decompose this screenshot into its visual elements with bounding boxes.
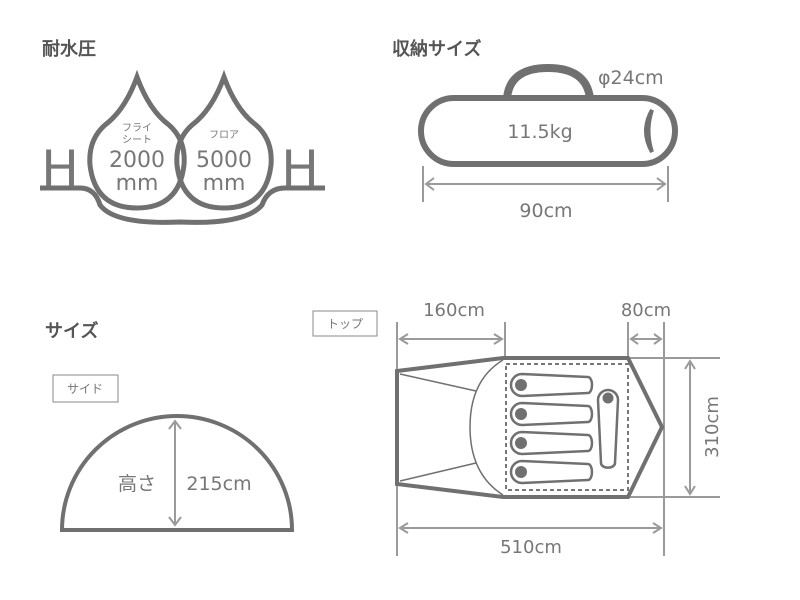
floor-unit: mm: [203, 171, 246, 196]
storage-length: 90cm: [519, 200, 572, 222]
sleeping-bag-head-icon: [515, 379, 527, 391]
h-label-right: H: [281, 140, 319, 198]
storage-length-dimension: [422, 166, 669, 202]
top-rear-length: 80cm: [621, 300, 671, 321]
top-tag: [312, 310, 378, 337]
side-tag: [52, 374, 119, 403]
side-height-dimension: [168, 419, 182, 527]
sleeping-bag-head-icon: [515, 466, 527, 478]
sleeping-bag-icon: [509, 430, 594, 456]
side-height-label: 高さ: [118, 473, 156, 495]
sleeping-bag-icon: [509, 401, 594, 427]
side-tag-label: サイド: [67, 382, 103, 396]
tent-top-view: [395, 356, 665, 499]
sleeping-bag-icon: [509, 372, 594, 398]
storage-weight: 11.5kg: [507, 121, 572, 143]
water-resistance-title: 耐水圧: [42, 38, 96, 60]
fly-label-1: フライ: [122, 122, 152, 134]
top-front-length: 160cm: [423, 300, 485, 321]
size-title: サイズ: [45, 320, 98, 342]
h-label-left: H: [41, 140, 79, 198]
side-height-value: 215cm: [186, 473, 251, 495]
water-drops-icon: [40, 69, 325, 225]
side-dome-outline: [59, 414, 295, 532]
storage-diameter: φ24cm: [598, 67, 664, 89]
floor-label: フロア: [209, 130, 239, 141]
sleeping-bag-head-icon: [602, 392, 614, 404]
fly-label-2: シート: [122, 135, 152, 146]
sleeping-bag-head-icon: [515, 437, 527, 449]
top-width: 310cm: [702, 396, 723, 458]
sleeping-bag-head-icon: [515, 408, 527, 420]
top-tag-label: トップ: [327, 317, 363, 331]
sleeping-bag-icon: [596, 388, 620, 469]
sleeping-bag-icon: [509, 459, 594, 485]
storage-title: 収納サイズ: [392, 38, 481, 60]
sleeping-bags: [509, 372, 620, 485]
fly-unit: mm: [116, 171, 159, 196]
top-total-length: 510cm: [500, 537, 562, 558]
fly-value: 2000: [109, 148, 165, 173]
storage-bag-icon: [418, 63, 678, 167]
floor-value: 5000: [196, 148, 252, 173]
